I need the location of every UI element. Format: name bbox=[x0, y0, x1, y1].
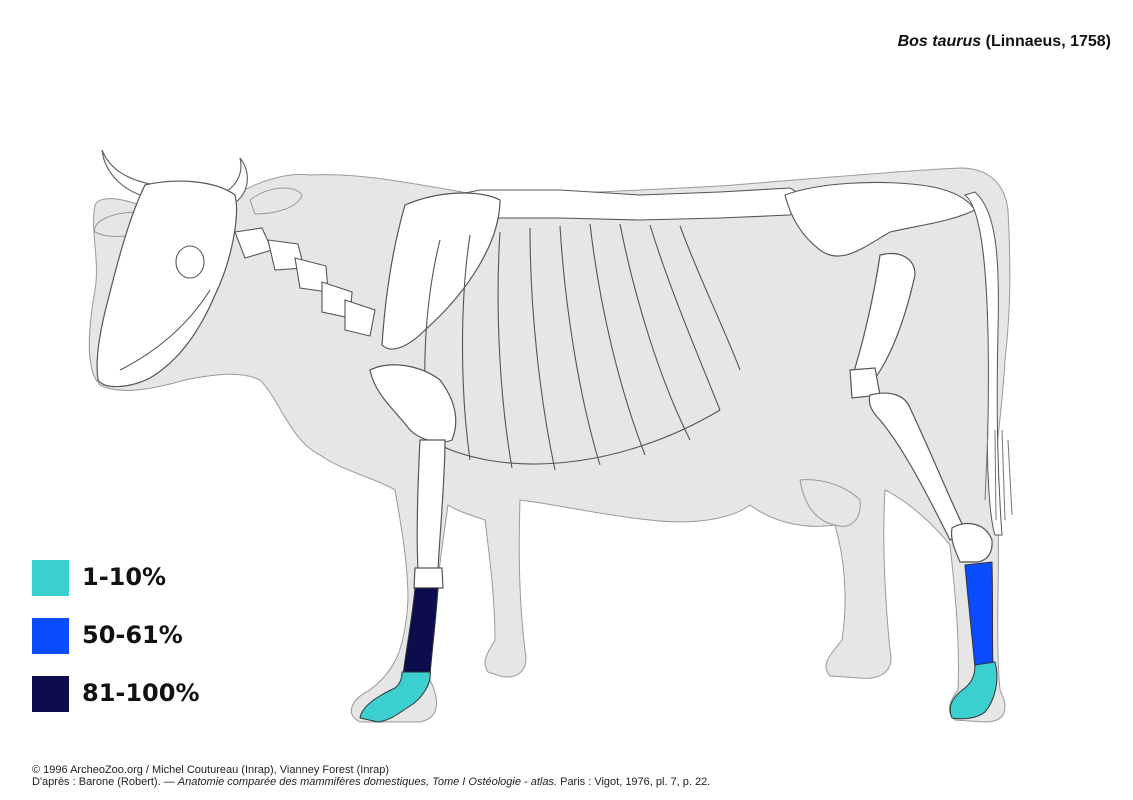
credits-source-prefix: D'après : Barone (Robert). — bbox=[32, 776, 178, 788]
legend-label-81-100: 81-100% bbox=[82, 679, 200, 707]
legend-swatch-50-61 bbox=[32, 618, 69, 654]
credits-source-suffix: Paris : Vigot, 1976, pl. 7, p. 22. bbox=[557, 776, 710, 788]
credits-source-title: Anatomie comparée des mammifères domesti… bbox=[178, 776, 557, 788]
legend-label-50-61: 50-61% bbox=[82, 621, 183, 649]
legend-swatch-1-10 bbox=[32, 560, 69, 596]
credits-source: D'après : Barone (Robert). — Anatomie co… bbox=[32, 776, 710, 788]
credits-copyright: © 1996 ArcheoZoo.org / Michel Coutureau … bbox=[32, 764, 710, 776]
legend-swatch-81-100 bbox=[32, 676, 69, 712]
legend-label-1-10: 1-10% bbox=[82, 563, 166, 591]
credits: © 1996 ArcheoZoo.org / Michel Coutureau … bbox=[32, 764, 710, 788]
skull-eye-orbit bbox=[176, 246, 204, 278]
